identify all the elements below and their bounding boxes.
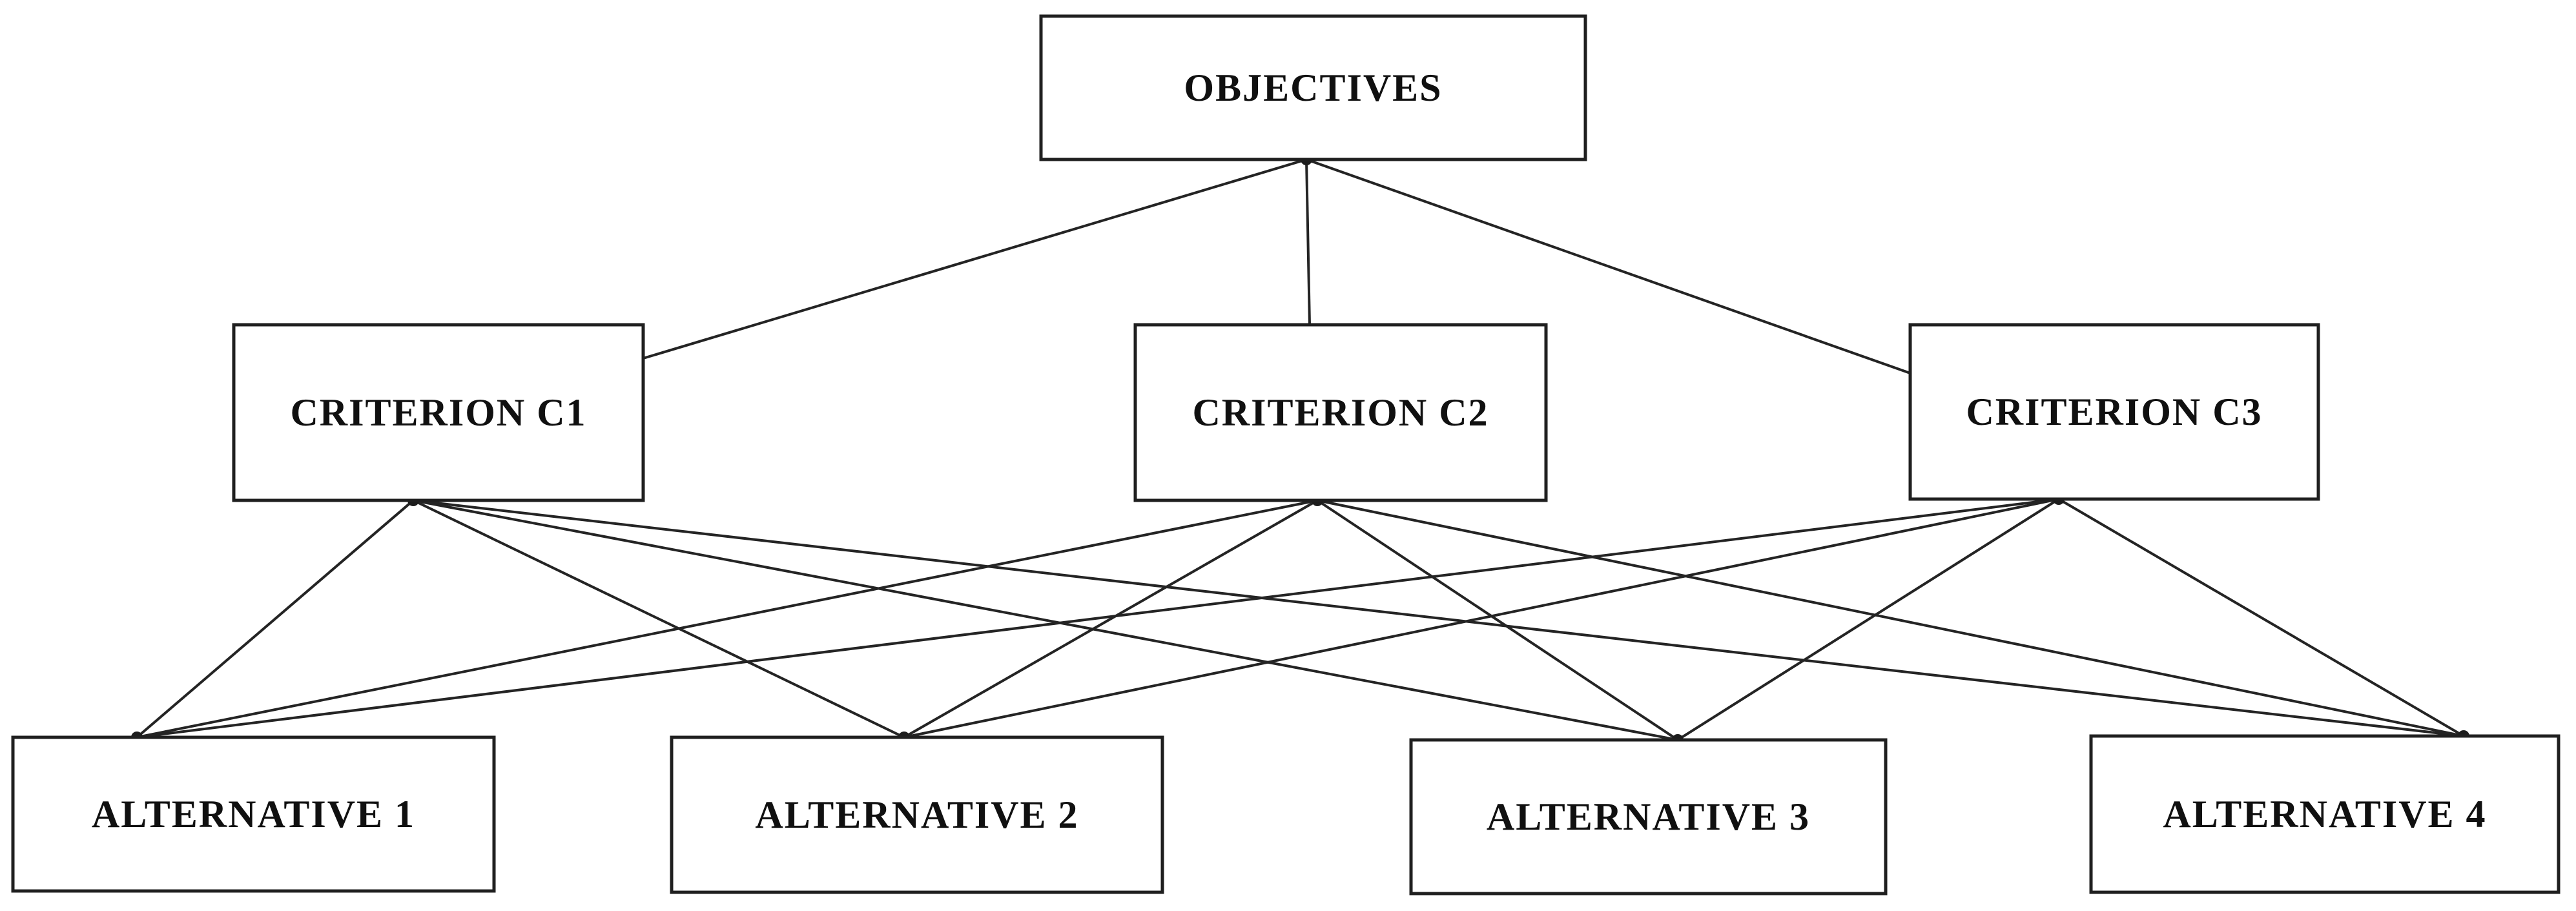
node-alternative-3: ALTERNATIVE 3 — [1409, 738, 1888, 896]
node-box-criterion-c3 — [1908, 323, 2320, 501]
node-label-alternative-4: ALTERNATIVE 4 — [2163, 793, 2486, 835]
edge-criterion-c1-alternative-2 — [413, 499, 905, 739]
edge-criterion-c2-alternative-3 — [1316, 499, 1679, 741]
edge-objectives-criterion-c1 — [643, 158, 1307, 360]
node-box-alternative-1 — [11, 735, 496, 893]
node-criterion-c2: CRITERION C2 — [1133, 323, 1548, 502]
edge-criterion-c3-alternative-1 — [136, 498, 2059, 739]
edges-layer — [136, 158, 2465, 741]
edge-objectives-criterion-c2 — [1305, 159, 1311, 325]
node-label-alternative-3: ALTERNATIVE 3 — [1487, 795, 1810, 838]
edge-criterion-c2-alternative-2 — [903, 499, 1318, 739]
node-box-objectives — [1039, 14, 1587, 161]
edge-criterion-c1-alternative-3 — [413, 499, 1678, 741]
node-box-alternative-2 — [670, 735, 1164, 894]
node-box-alternative-4 — [2089, 734, 2561, 894]
edge-criterion-c1-alternative-4 — [413, 499, 2464, 737]
edge-criterion-c2-alternative-1 — [136, 499, 1318, 739]
node-objectives: OBJECTIVES — [1039, 14, 1587, 161]
node-criterion-c3: CRITERION C3 — [1908, 323, 2320, 501]
node-alternative-2: ALTERNATIVE 2 — [670, 735, 1164, 894]
node-alternative-4: ALTERNATIVE 4 — [2089, 734, 2561, 894]
node-alternative-1: ALTERNATIVE 1 — [11, 735, 496, 893]
node-box-criterion-c2 — [1133, 323, 1548, 502]
node-criterion-c1: CRITERION C1 — [232, 323, 645, 502]
edge-criterion-c3-alternative-2 — [903, 498, 2059, 739]
edge-objectives-criterion-c3 — [1306, 158, 1911, 374]
edge-criterion-c3-alternative-4 — [2057, 498, 2465, 737]
node-label-alternative-2: ALTERNATIVE 2 — [755, 793, 1078, 836]
node-label-objectives: OBJECTIVES — [1184, 67, 1442, 109]
edge-criterion-c2-alternative-4 — [1317, 499, 2464, 737]
node-label-criterion-c2: CRITERION C2 — [1192, 391, 1489, 434]
edge-criterion-c3-alternative-3 — [1676, 498, 2060, 741]
node-box-alternative-3 — [1409, 738, 1888, 896]
node-label-criterion-c1: CRITERION C1 — [290, 391, 586, 434]
node-box-criterion-c1 — [232, 323, 645, 502]
node-label-alternative-1: ALTERNATIVE 1 — [92, 793, 415, 835]
nodes-layer: OBJECTIVES CRITERION C1 CRITERION C2 CRITER… — [11, 14, 2561, 896]
edge-criterion-c1-alternative-1 — [136, 499, 415, 739]
node-label-criterion-c3: CRITERION C3 — [1966, 391, 2262, 433]
